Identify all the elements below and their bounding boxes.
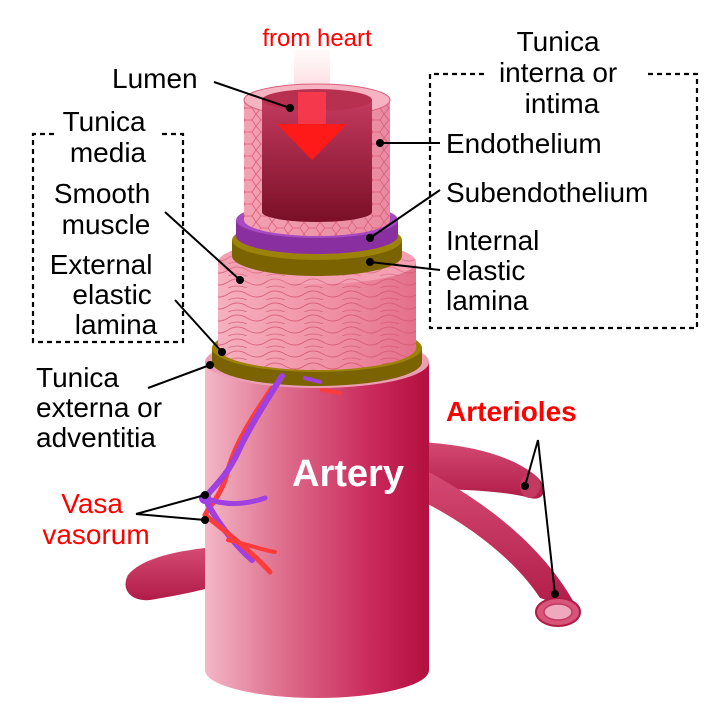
artery-label: Artery — [292, 453, 404, 495]
external-elastic-lamina-leader-line — [174, 299, 223, 353]
tunica-interna-bracket — [428, 72, 699, 330]
blood-flow-arrow-head-icon — [277, 92, 347, 160]
vasa-vasorum-leader-line-1 — [135, 494, 206, 515]
lumen-leader-line — [213, 81, 291, 109]
internal-elastic-lamina-label: Internal elastic lamina — [446, 225, 547, 316]
tunica-externa-leader-line — [147, 364, 211, 389]
from-heart-label: from heart — [262, 25, 372, 52]
smooth-muscle-label: Smooth muscle — [54, 178, 158, 240]
tunica-media-label: Tunica media — [63, 106, 154, 168]
vasa-vasorum-leader-line-2 — [135, 513, 206, 521]
endothelium-label: Endothelium — [446, 128, 602, 159]
vasa-vasorum-label: Vasa vasorum — [42, 488, 149, 550]
internal-elastic-lamina-leader-line — [369, 261, 441, 271]
subendothelium-label: Subendothelium — [446, 177, 648, 208]
arterioles-label: Arterioles — [446, 396, 577, 427]
subendothelium-leader-line — [369, 189, 441, 239]
smooth-muscle-layer — [218, 240, 416, 370]
arteriole-branches — [420, 442, 581, 627]
arterioles-leader-line-1 — [524, 439, 539, 487]
tunica-externa-label: Tunica externa or adventitia — [36, 362, 170, 453]
leader-dots — [201, 104, 559, 598]
lumen-label: Lumen — [112, 63, 198, 94]
tunica-externa-layer — [205, 336, 429, 698]
left-arteriole — [125, 548, 222, 601]
smooth-muscle-leader-line — [164, 211, 241, 281]
tunica-interna-label: Tunica interna or intima — [499, 26, 625, 119]
vasa-vasorum-vessels — [199, 373, 342, 575]
external-elastic-lamina-label: External elastic lamina — [50, 249, 161, 340]
arterioles-leader-line-2 — [537, 439, 556, 595]
